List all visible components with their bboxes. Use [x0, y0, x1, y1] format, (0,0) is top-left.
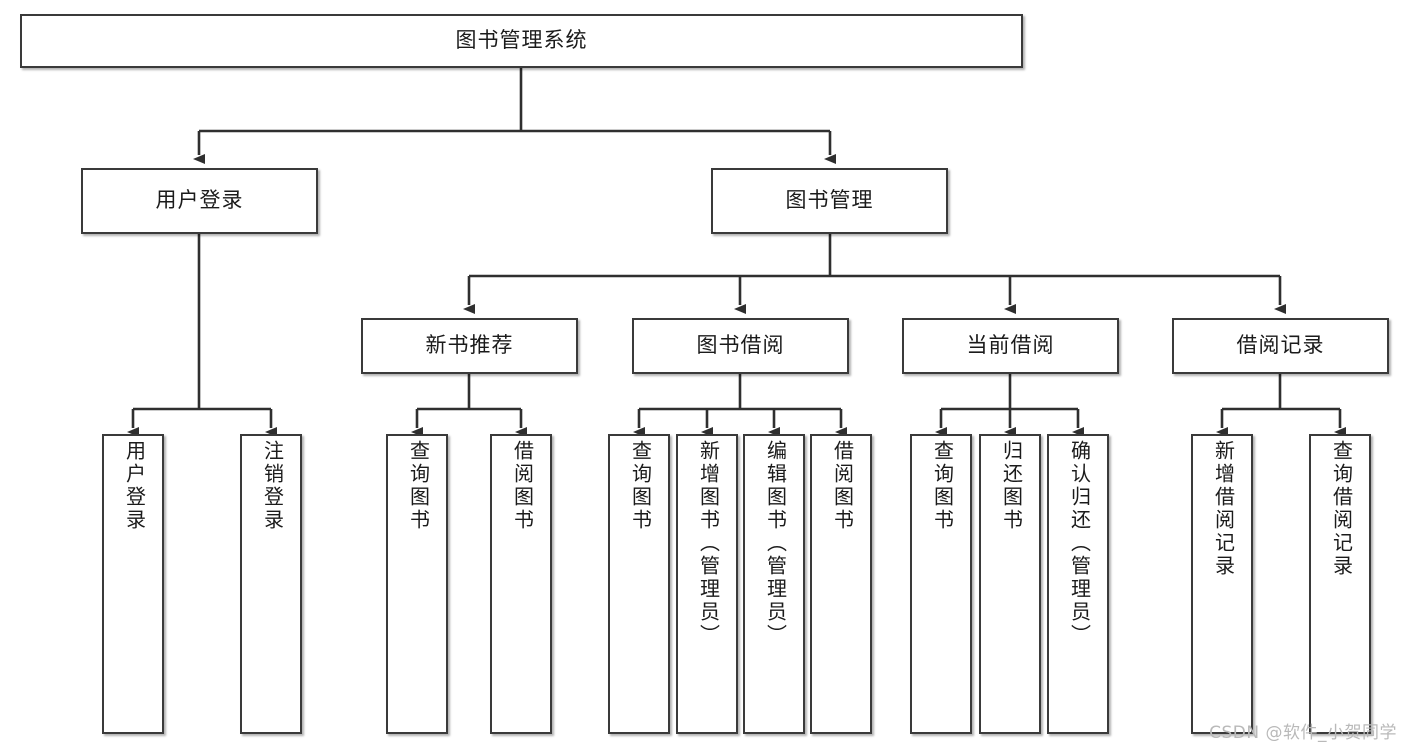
- leaf-current-confirm-return-label: 确认归还（管理员）: [1067, 440, 1090, 647]
- leaf-newbook-query[interactable]: 查询图书: [386, 434, 448, 734]
- node-new-book-recommend[interactable]: 新书推荐: [361, 318, 578, 374]
- node-book-management[interactable]: 图书管理: [711, 168, 948, 234]
- leaf-current-return[interactable]: 归还图书: [979, 434, 1041, 734]
- leaf-current-query[interactable]: 查询图书: [910, 434, 972, 734]
- leaf-newbook-borrow-label: 借阅图书: [510, 440, 533, 532]
- leaf-newbook-borrow[interactable]: 借阅图书: [490, 434, 552, 734]
- leaf-borrow-edit-label: 编辑图书（管理员）: [763, 440, 786, 647]
- leaf-record-query-label: 查询借阅记录: [1329, 440, 1352, 578]
- leaf-user-login-label: 用户登录: [122, 440, 145, 532]
- leaf-borrow-query[interactable]: 查询图书: [608, 434, 670, 734]
- leaf-user-login[interactable]: 用户登录: [102, 434, 164, 734]
- leaf-borrow-add-label: 新增图书（管理员）: [696, 440, 719, 647]
- node-borrow-records[interactable]: 借阅记录: [1172, 318, 1389, 374]
- node-borrow-records-label: 借阅记录: [1236, 334, 1325, 358]
- leaf-current-return-label: 归还图书: [999, 440, 1022, 532]
- node-new-book-recommend-label: 新书推荐: [425, 334, 514, 358]
- leaf-borrow-query-label: 查询图书: [628, 440, 651, 532]
- node-book-borrow-label: 图书借阅: [696, 334, 785, 358]
- leaf-newbook-query-label: 查询图书: [406, 440, 429, 532]
- leaf-logout-label: 注销登录: [260, 440, 283, 532]
- node-current-borrow-label: 当前借阅: [966, 334, 1055, 358]
- node-book-management-label: 图书管理: [785, 189, 874, 213]
- node-user-login[interactable]: 用户登录: [81, 168, 318, 234]
- leaf-borrow-add[interactable]: 新增图书（管理员）: [676, 434, 738, 734]
- leaf-borrow-do[interactable]: 借阅图书: [810, 434, 872, 734]
- leaf-borrow-edit[interactable]: 编辑图书（管理员）: [743, 434, 805, 734]
- leaf-current-query-label: 查询图书: [930, 440, 953, 532]
- node-user-login-label: 用户登录: [155, 189, 244, 213]
- csdn-watermark: CSDN @软件_小贺同学: [1209, 723, 1397, 743]
- leaf-record-query[interactable]: 查询借阅记录: [1309, 434, 1371, 734]
- leaf-record-add-label: 新增借阅记录: [1211, 440, 1234, 578]
- leaf-current-confirm-return[interactable]: 确认归还（管理员）: [1047, 434, 1109, 734]
- leaf-borrow-do-label: 借阅图书: [830, 440, 853, 532]
- leaf-record-add[interactable]: 新增借阅记录: [1191, 434, 1253, 734]
- node-root-label: 图书管理系统: [455, 29, 588, 53]
- node-book-borrow[interactable]: 图书借阅: [632, 318, 849, 374]
- leaf-logout[interactable]: 注销登录: [240, 434, 302, 734]
- node-current-borrow[interactable]: 当前借阅: [902, 318, 1119, 374]
- node-root[interactable]: 图书管理系统: [20, 14, 1023, 68]
